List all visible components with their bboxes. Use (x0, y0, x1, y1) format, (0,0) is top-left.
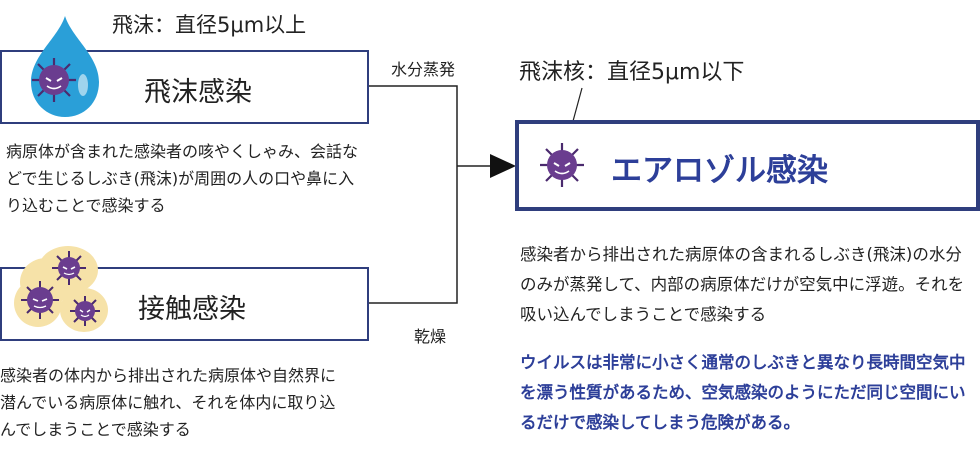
drying-label: 乾燥 (414, 327, 447, 346)
contact-infection-description: 感染者の体内から排出された病原体や自然界に潜んでいる病原体に触れ、それを体内に取… (0, 366, 337, 439)
droplet-infection-title: 飛沫感染 (144, 77, 252, 108)
aerosol-infection-box: エアロゾル感染 (515, 120, 980, 211)
aerosol-infection-description: 感染者から排出された病原体の含まれるしぶき(飛沫)の水分のみが蒸発して、内部の病… (520, 245, 965, 324)
aerosol-infection-title: エアロゾル感染 (611, 153, 828, 189)
arrow-head-icon (490, 154, 516, 178)
contact-infection-title: 接触感染 (138, 294, 246, 325)
droplet-infection-description: 病原体が含まれた感染者の咳やくしゃみ、会話などで生じるしぶき(飛沫)が周囲の人の… (6, 142, 359, 215)
nucleus-size-caption: 飛沫核：直径5μm以下 (519, 60, 745, 85)
evaporation-label: 水分蒸発 (391, 60, 456, 79)
aerosol-warning-text: ウイルスは非常に小さく通常のしぶきと異なり長時間空気中を漂う性質があるため、空気… (520, 353, 966, 432)
droplet-size-caption: 飛沫：直径5μm以上 (112, 13, 307, 37)
